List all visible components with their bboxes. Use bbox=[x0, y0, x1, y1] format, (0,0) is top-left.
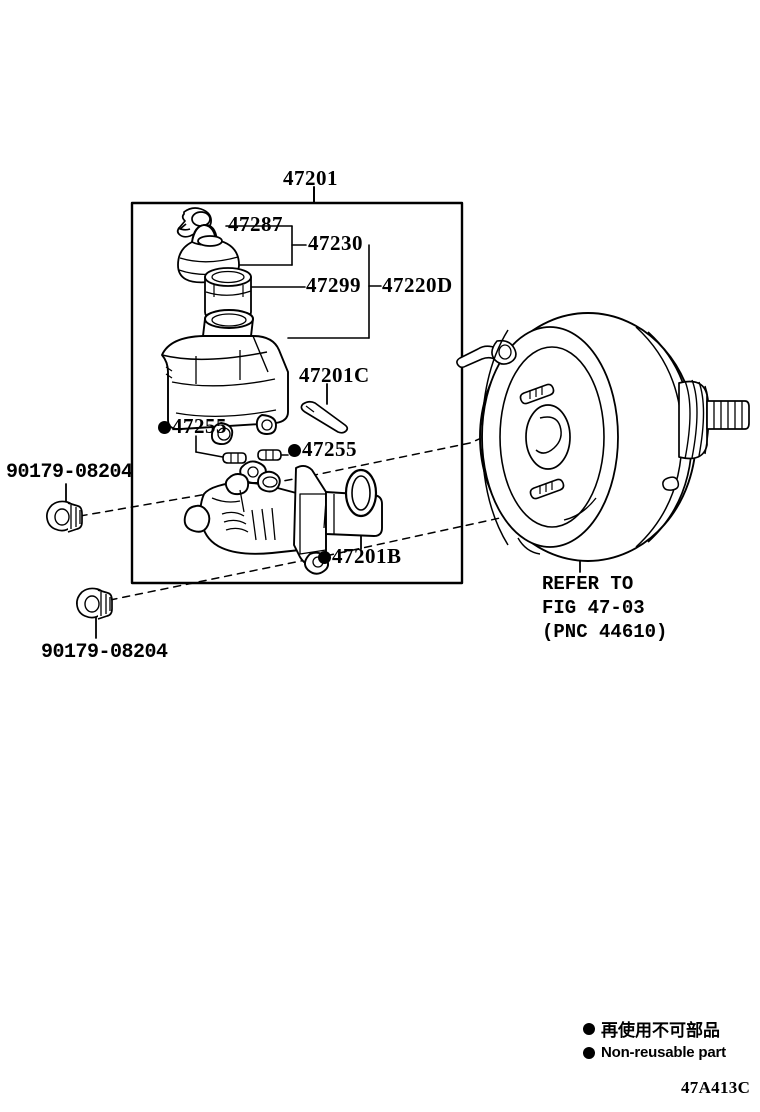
nonreusable-dot-icon bbox=[288, 444, 301, 457]
nonreusable-dot-icon bbox=[158, 421, 171, 434]
figure-code: 47A413C bbox=[681, 1078, 751, 1097]
nonreusable-dot-icon bbox=[318, 551, 331, 564]
legend-english-text: Non-reusable part bbox=[601, 1044, 726, 1061]
nonreusable-dot-icon bbox=[583, 1022, 595, 1035]
bolt-lower-art bbox=[76, 587, 113, 620]
nonreusable-dot-icon bbox=[583, 1046, 595, 1059]
reference-note-line2: FIG 47-03 bbox=[542, 596, 645, 619]
grommet-art bbox=[222, 449, 282, 464]
label-90179-08204-lower: 90179-08204 bbox=[41, 641, 168, 664]
label-47287: 47287 bbox=[228, 212, 283, 236]
label-47201: 47201 bbox=[283, 166, 338, 190]
legend-row-japanese: 再使用不可部品 bbox=[583, 1016, 726, 1041]
label-47230: 47230 bbox=[308, 231, 363, 255]
label-47201B: 47201B bbox=[318, 544, 402, 569]
label-47299: 47299 bbox=[306, 273, 361, 297]
label-47255-right: 47255 bbox=[288, 437, 357, 462]
reference-note-line1: REFER TO bbox=[542, 573, 634, 595]
legend: 再使用不可部品 Non-reusable part bbox=[583, 1016, 726, 1064]
pin-art bbox=[300, 400, 349, 434]
legend-japanese-text: 再使用不可部品 bbox=[601, 1021, 720, 1041]
reference-note-line3: (PNC 44610) bbox=[542, 620, 668, 643]
reference-note: REFER TO FIG 47-03 (PNC 44610) bbox=[542, 573, 667, 644]
oring-art bbox=[344, 468, 378, 518]
legend-row-english: Non-reusable part bbox=[583, 1044, 726, 1061]
label-47255-left: 47255 bbox=[158, 414, 227, 439]
brake-booster-art bbox=[456, 312, 750, 562]
label-47201C: 47201C bbox=[299, 363, 370, 387]
group-box-47201 bbox=[130, 201, 464, 585]
label-90179-08204-upper: 90179-08204 bbox=[6, 461, 133, 484]
label-47220D: 47220D bbox=[382, 273, 453, 297]
bolt-upper-art bbox=[46, 500, 83, 533]
reservoir-tank-art bbox=[161, 309, 289, 446]
